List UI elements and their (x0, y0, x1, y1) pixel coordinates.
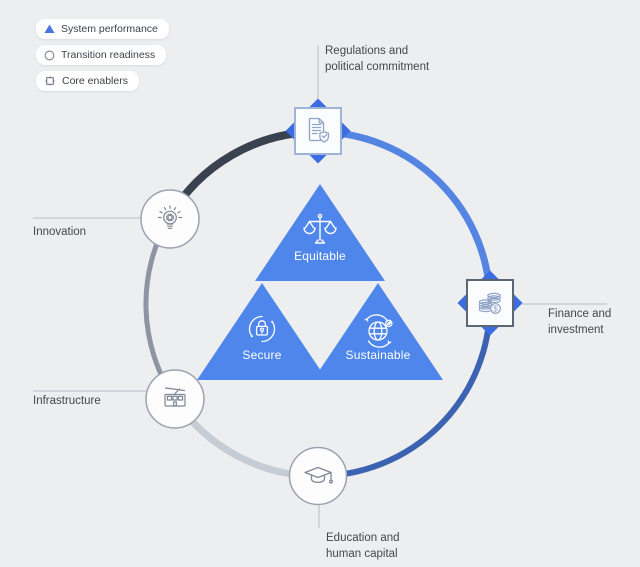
svg-text:$: $ (493, 304, 498, 313)
label-line: investment (548, 323, 604, 336)
label-equitable: Equitable (294, 249, 346, 263)
label-finance: Finance and investment (548, 307, 611, 338)
coins-dollar-icon: $ (478, 292, 501, 314)
label-line: political commitment (325, 60, 430, 73)
label-line: human capital (326, 547, 398, 560)
circle-frame (145, 369, 205, 429)
label-line: Finance and (548, 308, 612, 320)
node-finance: $ (457, 270, 523, 336)
legend-item-label: Transition readiness (61, 49, 156, 61)
label-innovation: Innovation (33, 226, 87, 238)
document-shield-icon (308, 117, 330, 143)
globe-leaf-icon (364, 314, 393, 348)
label-secure: Secure (242, 348, 282, 362)
label-line: Education and (326, 532, 400, 544)
lightbulb-gear-icon (157, 205, 183, 229)
legend-item-system-performance: System performance (36, 19, 169, 39)
legend-item-transition-readiness: Transition readiness (36, 45, 167, 65)
legend-item-core-enablers: Core enablers (36, 71, 139, 91)
legend-item-label: System performance (61, 23, 158, 35)
label-sustainable: Sustainable (345, 348, 411, 362)
scales-icon (303, 213, 337, 244)
label-infrastructure: Infrastructure (33, 395, 101, 407)
node-innovation (140, 189, 200, 249)
legend: System performance Transition readiness … (36, 19, 169, 91)
triangle-icon (44, 24, 55, 33)
legend-item-label: Core enablers (62, 75, 128, 87)
graduation-cap-icon (304, 466, 333, 484)
circle-frame (288, 446, 348, 506)
node-education (288, 446, 348, 506)
node-regulations (285, 98, 351, 164)
transition-ring (143, 128, 494, 480)
triangle-sustainable (313, 283, 443, 380)
arc-finance-to-education (317, 303, 493, 479)
arc-regulations-to-finance (317, 128, 494, 305)
padlock-icon (248, 315, 276, 343)
leader-lines (33, 46, 607, 528)
square-frame (294, 107, 342, 155)
label-regulations: Regulations and political commitment (325, 44, 429, 75)
node-infrastructure (145, 369, 205, 429)
building-icon (164, 387, 186, 407)
label-education: Education and human capital (326, 531, 400, 562)
label-line: Regulations and (325, 45, 409, 57)
circle-icon (44, 50, 55, 60)
square-nodes-icon (45, 76, 55, 86)
